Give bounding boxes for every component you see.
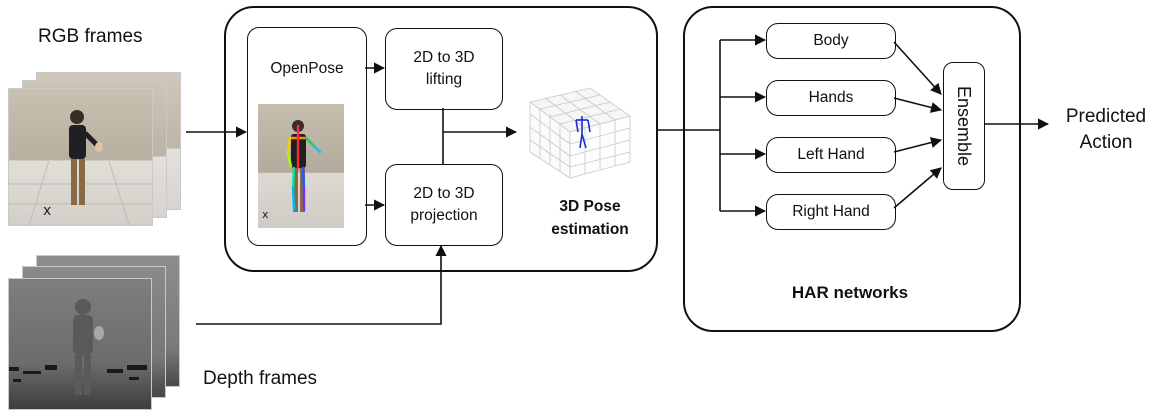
openpose-skeleton-image: x — [258, 104, 344, 228]
depth-frame-front — [8, 278, 152, 410]
projection-label: 2D to 3D projection — [410, 184, 478, 224]
pose-estimation-label: 3D Pose estimation — [551, 198, 629, 239]
3d-pose-cube-image — [529, 87, 631, 179]
depth-frames-label: Depth frames — [203, 368, 318, 389]
har-branch-hands: Hands — [766, 80, 896, 116]
openpose-label: OpenPose — [270, 60, 344, 77]
har-branch-right-hand-label: Right Hand — [792, 202, 870, 220]
lifting-box: 2D to 3D lifting — [385, 28, 503, 110]
depth-person-image — [9, 299, 147, 395]
har-branch-hands-label: Hands — [808, 88, 854, 106]
rgb-frames-label: RGB frames — [38, 26, 143, 47]
predicted-action-label: Predicted Action — [1065, 106, 1147, 153]
rgb-person-image: x — [9, 110, 152, 225]
har-branch-body-label: Body — [813, 31, 849, 49]
svg-text:x: x — [43, 203, 51, 219]
har-networks-label: HAR networks — [791, 283, 909, 302]
lifting-label: 2D to 3D lifting — [413, 48, 475, 88]
skeleton-overlay: x — [262, 120, 322, 221]
har-branch-body: Body — [766, 23, 896, 59]
svg-text:x: x — [262, 208, 269, 221]
har-branch-left-hand: Left Hand — [766, 137, 896, 173]
har-branch-left-hand-label: Left Hand — [797, 145, 865, 163]
ensemble-box: Ensemble — [943, 62, 985, 190]
har-branch-right-hand: Right Hand — [766, 194, 896, 230]
rgb-frame-front: x — [8, 88, 153, 226]
